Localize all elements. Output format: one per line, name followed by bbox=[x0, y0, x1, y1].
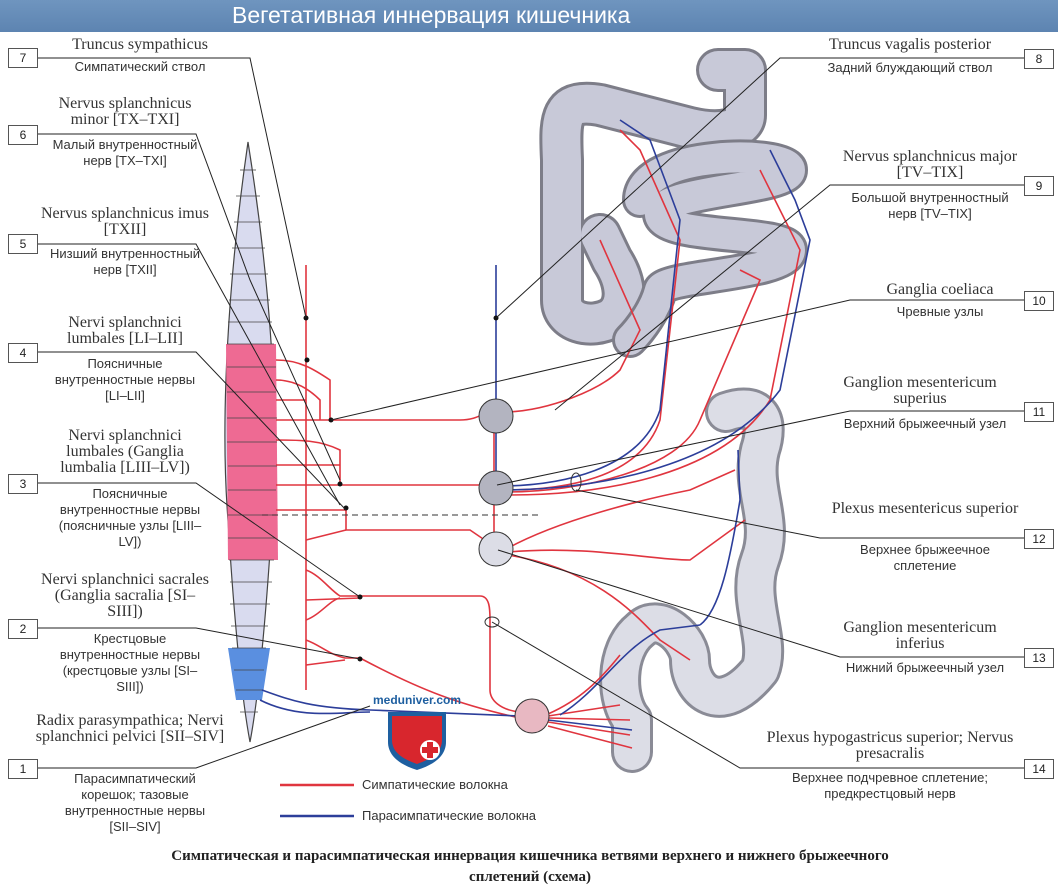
label-number-7: 7 bbox=[8, 48, 38, 68]
label-11-latin: Ganglion mesentericum superius bbox=[843, 374, 997, 407]
label-5-russian: Низший внутренностный нерв [TXII] bbox=[50, 246, 201, 277]
label-14-latin: Plexus hypogastricus superior; Nervus pr… bbox=[766, 729, 1014, 762]
label-number-2: 2 bbox=[8, 619, 38, 639]
label-number-3: 3 bbox=[8, 474, 38, 494]
plexus-hypogastricus-circle bbox=[514, 698, 550, 734]
label-6-latin: Nervus splanchnicus minor [TX–TXI] bbox=[58, 95, 192, 128]
label-8-latin: Truncus vagalis posterior bbox=[828, 36, 992, 53]
large-intestine bbox=[599, 387, 786, 773]
meduniver-logo-icon bbox=[388, 712, 446, 770]
ganglion-mesentericum-inferius-circle bbox=[478, 531, 514, 567]
label-10-latin: Ganglia coeliaca bbox=[886, 281, 994, 298]
sympathetic-trunk-column bbox=[224, 141, 278, 743]
label-1-latin: Radix parasympathica; Nervi splanchnici … bbox=[35, 712, 225, 745]
title-bar: Вегетативная иннервация кишечника bbox=[0, 0, 1058, 32]
label-12-russian: Верхнее брыжеечное сплетение bbox=[860, 542, 990, 573]
page-title: Вегетативная иннервация кишечника bbox=[232, 2, 631, 28]
label-9-latin: Nervus splanchnicus major [TV–TIX] bbox=[842, 148, 1018, 181]
label-number-6: 6 bbox=[8, 125, 38, 145]
label-4-russian: Поясничные внутренностные нервы [LI–LII] bbox=[54, 356, 196, 403]
leader-lines bbox=[36, 57, 1024, 769]
label-7-latin: Truncus sympathicus bbox=[72, 36, 208, 53]
label-number-1: 1 bbox=[8, 759, 38, 779]
label-2-latin: Nervi splanchnici sacrales (Ganglia sacr… bbox=[41, 571, 209, 620]
ganglia-coeliaca-circle bbox=[478, 398, 514, 434]
label-8-russian: Задний блуждающий ствол bbox=[827, 60, 993, 75]
ganglia bbox=[303, 315, 582, 734]
label-6-russian: Малый внутренностный нерв [TX–TXI] bbox=[52, 137, 198, 168]
ganglion-mesentericum-superius-circle bbox=[478, 470, 514, 506]
label-number-8: 8 bbox=[1024, 49, 1054, 69]
label-11-russian: Верхний брыжеечный узел bbox=[843, 416, 1007, 431]
label-number-14: 14 bbox=[1024, 759, 1054, 779]
label-number-13: 13 bbox=[1024, 648, 1054, 668]
watermark: meduniver.com bbox=[372, 693, 462, 707]
label-13-russian: Нижний брыжеечный узел bbox=[845, 660, 1005, 675]
label-number-5: 5 bbox=[8, 234, 38, 254]
label-14-russian: Верхнее подчревное сплетение; предкрестц… bbox=[792, 770, 988, 801]
label-7-russian: Симпатический ствол bbox=[74, 59, 206, 74]
small-intestine bbox=[539, 48, 808, 358]
legend-parasympathetic-label: Парасимпатические волокна bbox=[362, 808, 536, 823]
label-13-latin: Ganglion mesentericum inferius bbox=[843, 619, 997, 652]
figure-caption-line-1: Симпатическая и парасимпатическая иннерв… bbox=[171, 848, 889, 864]
label-4-latin: Nervi splanchnici lumbales [LI–LII] bbox=[67, 314, 183, 347]
label-number-9: 9 bbox=[1024, 176, 1054, 196]
label-12-latin: Plexus mesentericus superior bbox=[831, 500, 1019, 517]
label-10-russian: Чревные узлы bbox=[896, 304, 984, 319]
label-5-latin: Nervus splanchnicus imus [TXII] bbox=[41, 205, 209, 238]
label-number-10: 10 bbox=[1024, 291, 1054, 311]
label-2-russian: Крестцовые внутренностные нервы (крестцо… bbox=[59, 631, 201, 694]
parasympathetic-fibers bbox=[259, 119, 811, 731]
label-1-russian: Парасимпатический корешок; тазовые внутр… bbox=[64, 771, 206, 834]
legend-sympathetic-label: Симпатические волокна bbox=[362, 777, 508, 792]
label-3-russian: Поясничные внутренностные нервы (пояснич… bbox=[58, 486, 202, 549]
label-number-11: 11 bbox=[1024, 402, 1054, 422]
label-3-latin: Nervi splanchnici lumbales (Ganglia lumb… bbox=[60, 427, 190, 476]
figure-caption-line-2: сплетений (схема) bbox=[469, 869, 591, 885]
label-number-12: 12 bbox=[1024, 529, 1054, 549]
label-number-4: 4 bbox=[8, 343, 38, 363]
label-9-russian: Большой внутренностный нерв [TV–TIX] bbox=[851, 190, 1009, 221]
